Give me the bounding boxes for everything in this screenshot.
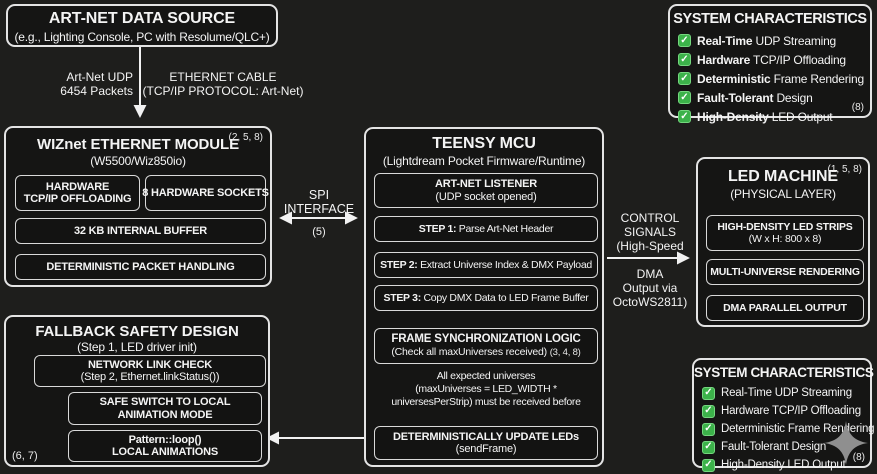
fallback-safety-box: FALLBACK SAFETY DESIGN (Step 1, LED driv… <box>4 315 270 467</box>
teensy-cell-step3: STEP 3: Copy DMX Data to LED Frame Buffe… <box>374 285 598 311</box>
wiznet-cell-buffer: 32 KB INTERNAL BUFFER <box>15 218 266 244</box>
characteristic-item: ✓ Hardware TCP/IP Offloading <box>694 402 870 420</box>
teensy-cell-step1: STEP 1: Parse Art-Net Header <box>374 216 598 242</box>
characteristic-item: ✓ Fault-Tolerant Design <box>694 438 870 456</box>
udp-packets-label: Art-Net UDP 6454 Packets <box>60 70 133 98</box>
wiznet-subtitle: (W5500/Wiz850io) <box>90 154 186 168</box>
system-characteristics-bottom-box: SYSTEM CHARACTERISTICS ✓ Real-Time UDP S… <box>692 358 875 472</box>
spi-annotation: (5) <box>312 226 326 238</box>
characteristic-item: ✓ Deterministic Frame Rendering <box>670 69 870 88</box>
check-icon: ✓ <box>678 91 691 104</box>
characteristic-item: ✓ High-Density LED Output <box>670 107 870 126</box>
characteristic-item: ✓ Real-Time UDP Streaming <box>694 384 870 402</box>
teensy-title: TEENSY MCU <box>432 135 536 152</box>
check-icon: ✓ <box>702 422 715 436</box>
led-machine-annotation: (1, 5, 8) <box>827 164 862 175</box>
control-signals-label: CONTROL SIGNALS (High-Speed <box>616 211 684 253</box>
teensy-universes-note: All expected universes (maxUniverses = L… <box>391 370 581 408</box>
check-icon: ✓ <box>678 53 691 66</box>
led-machine-title: LED MACHINE <box>727 168 838 185</box>
led-machine-subtitle: (PHYSICAL LAYER) <box>730 187 836 201</box>
fallback-title: FALLBACK SAFETY DESIGN <box>35 323 239 340</box>
artnet-source-title: ART-NET DATA SOURCE <box>48 10 236 27</box>
wiznet-cell-offloading: HARDWARE TCP/IP OFFLOADING <box>15 175 140 211</box>
led-cell-dma-output: DMA PARALLEL OUTPUT <box>706 295 864 321</box>
spi-interface-label: SPI INTERFACE <box>283 188 355 216</box>
teensy-cell-frame-sync: FRAME SYNCHRONIZATION LOGIC (Check all m… <box>374 328 598 364</box>
artnet-source-box: ART-NET DATA SOURCE (e.g., Lighting Cons… <box>6 4 278 47</box>
system-characteristics-bottom-title: SYSTEM CHARACTERISTICS <box>694 365 874 380</box>
wiznet-module-box: WIZnet ETHERNET MODULE (2, 5, 8) (W5500/… <box>4 126 272 287</box>
fallback-subtitle: (Step 1, LED driver init) <box>77 340 197 354</box>
artnet-source-subtitle: (e.g., Lighting Console, PC with Resolum… <box>14 30 270 44</box>
system-characteristics-top-box: SYSTEM CHARACTERISTICS ✓ Real-Time UDP S… <box>668 4 872 124</box>
sparkle-icon <box>824 421 868 465</box>
check-icon: ✓ <box>702 404 715 418</box>
system-characteristics-top-annotation: (8) <box>851 102 864 113</box>
teensy-subtitle: (Lightdream Pocket Firmware/Runtime) <box>382 154 586 168</box>
characteristic-item: ✓ Real-Time UDP Streaming <box>670 31 870 50</box>
wiznet-title: WIZnet ETHERNET MODULE <box>37 136 239 153</box>
led-cell-strips: HIGH-DENSITY LED STRIPS (W x H: 800 x 8) <box>706 215 864 251</box>
check-icon: ✓ <box>702 458 715 472</box>
characteristic-item: ✓ Hardware TCP/IP Offloading <box>670 50 870 69</box>
led-machine-box: LED MACHINE (1, 5, 8) (PHYSICAL LAYER) H… <box>696 157 870 327</box>
ethernet-cable-label: ETHERNET CABLE (TCP/IP PROTOCOL: Art-Net… <box>142 70 304 98</box>
check-icon: ✓ <box>678 110 691 123</box>
wiznet-cell-sockets: 8 HARDWARE SOCKETS <box>142 175 269 211</box>
characteristic-item: ✓ Deterministic Frame Rendering <box>694 420 875 438</box>
led-cell-multi-universe: MULTI-UNIVERSE RENDERING <box>706 259 864 285</box>
frame-sync-annotation: (3, 4, 8) <box>549 346 581 358</box>
fallback-cell-network-check: NETWORK LINK CHECK (Step 2, Ethernet.lin… <box>34 355 266 387</box>
fallback-annotation: (6, 7) <box>12 450 38 462</box>
fallback-cell-pattern-loop: Pattern::loop() LOCAL ANIMATIONS <box>68 430 262 462</box>
wiznet-cell-packet-handling: DETERMINISTIC PACKET HANDLING <box>15 254 266 280</box>
teensy-cell-step2: STEP 2: Extract Universe Index & DMX Pay… <box>374 252 598 278</box>
system-characteristics-bottom-annotation: (8) <box>852 452 865 463</box>
fallback-cell-safe-switch: SAFE SWITCH TO LOCAL ANIMATION MODE <box>68 392 262 425</box>
check-icon: ✓ <box>678 72 691 85</box>
teensy-cell-update-leds: DETERMINISTICALLY UPDATE LEDs (sendFrame… <box>374 426 598 460</box>
characteristic-item: ✓ High-Density LED Output <box>694 456 870 474</box>
system-characteristics-top-title: SYSTEM CHARACTERISTICS <box>673 11 867 27</box>
dma-output-label: DMA Output via OctoWS2811) <box>612 267 688 309</box>
wiznet-annotation: (2, 5, 8) <box>228 132 263 143</box>
teensy-mcu-box: TEENSY MCU (Lightdream Pocket Firmware/R… <box>364 127 604 467</box>
teensy-cell-listener: ART-NET LISTENER (UDP socket opened) <box>374 173 598 208</box>
check-icon: ✓ <box>702 386 715 400</box>
check-icon: ✓ <box>702 440 715 454</box>
check-icon: ✓ <box>678 34 691 47</box>
characteristic-item: ✓ Fault-Tolerant Design <box>670 88 870 107</box>
